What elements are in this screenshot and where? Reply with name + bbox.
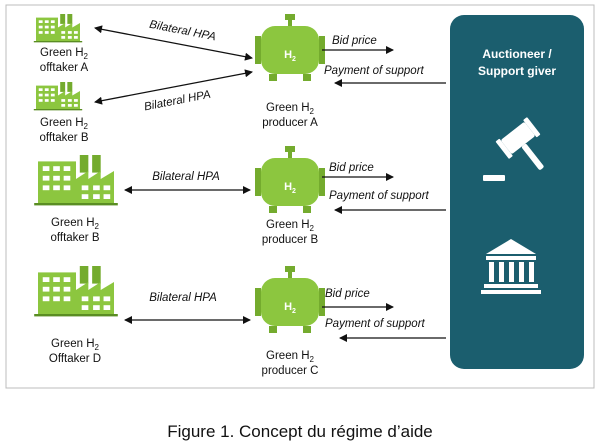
hpa-label-b: Bilateral HPA xyxy=(152,171,220,183)
tank-b-sub: 2 xyxy=(292,188,296,195)
tank-c-sub: 2 xyxy=(292,308,296,315)
svg-text:Green H2: Green H2 xyxy=(266,102,314,116)
producer-b: H2 Green H2 producer B xyxy=(255,146,325,246)
offtaker-b-top-label2: offtaker B xyxy=(39,132,88,144)
offtaker-b-top-sub: 2 xyxy=(84,122,89,131)
offtaker-b: Green H2 offtaker B xyxy=(34,155,118,244)
producer-a-label: Green H xyxy=(266,102,309,114)
svg-text:Green H2: Green H2 xyxy=(51,338,99,352)
offtaker-a-sub: 2 xyxy=(84,52,89,61)
hpa-arrow-a xyxy=(94,25,253,61)
producer-c-label2: producer C xyxy=(262,365,319,377)
tank-a-label: H xyxy=(284,49,292,61)
panel-title-line2: Support giver xyxy=(478,64,556,78)
tank-a-sub: 2 xyxy=(292,56,296,63)
offtaker-a-label2: offtaker A xyxy=(40,62,89,74)
producer-c-sub: 2 xyxy=(310,355,315,364)
tank-c-label: H xyxy=(284,301,292,313)
producer-a: H2 Green H2 producer A xyxy=(255,14,325,129)
hydrogen-tank-icon: H2 xyxy=(255,14,325,81)
svg-text:Green H2: Green H2 xyxy=(40,117,88,131)
offtaker-b-sub: 2 xyxy=(95,222,100,231)
offtaker-b-label2: offtaker B xyxy=(50,232,99,244)
offtaker-d-label: Green H xyxy=(51,338,94,350)
producer-b-sub: 2 xyxy=(310,224,315,233)
svg-text:Green H2: Green H2 xyxy=(40,47,88,61)
hpa-label-d: Bilateral HPA xyxy=(149,292,217,304)
svg-text:Green H2: Green H2 xyxy=(266,350,314,364)
hpa-arrow-b-top xyxy=(94,69,253,105)
factory-icon xyxy=(34,155,118,206)
hydrogen-tank-icon: H2 xyxy=(255,266,325,333)
offtaker-b-top: Green H2 offtaker B xyxy=(33,82,89,144)
producer-c-label: Green H xyxy=(266,350,309,362)
hpa-label-b-top: Bilateral HPA xyxy=(143,89,212,114)
gavel-icon xyxy=(483,117,544,181)
payment-label-b: Payment of support xyxy=(329,190,430,202)
producer-a-sub: 2 xyxy=(310,107,315,116)
svg-text:H2: H2 xyxy=(284,181,296,195)
svg-text:Green H2: Green H2 xyxy=(51,217,99,231)
offtaker-a-label: Green H xyxy=(40,47,83,59)
offtaker-b-label: Green H xyxy=(51,217,94,229)
factory-icon xyxy=(33,14,83,43)
bid-label-a: Bid price xyxy=(332,35,377,47)
auctioneer-panel xyxy=(450,15,584,369)
factory-icon xyxy=(34,266,118,317)
producer-b-label2: producer B xyxy=(262,234,319,246)
figure-caption: Figure 1. Concept du régime d’aide xyxy=(167,422,433,441)
hydrogen-tank-icon: H2 xyxy=(255,146,325,213)
producer-b-label: Green H xyxy=(266,219,309,231)
tank-b-label: H xyxy=(284,181,292,193)
factory-icon xyxy=(33,82,83,111)
producer-a-label2: producer A xyxy=(262,117,318,129)
offtaker-d: Green H2 Offtaker D xyxy=(34,266,118,365)
offtaker-d-sub: 2 xyxy=(95,343,100,352)
svg-text:H2: H2 xyxy=(284,301,296,315)
svg-text:H2: H2 xyxy=(284,49,296,63)
producer-c: H2 Green H2 producer C xyxy=(255,266,325,377)
bid-label-b: Bid price xyxy=(329,162,374,174)
panel-title-line1: Auctioneer / xyxy=(482,47,552,61)
diagram-frame xyxy=(5,4,595,389)
svg-text:Green H2: Green H2 xyxy=(266,219,314,233)
bid-label-c: Bid price xyxy=(325,288,370,300)
payment-label-c: Payment of support xyxy=(325,318,426,330)
payment-label-a: Payment of support xyxy=(324,65,425,77)
bank-icon xyxy=(481,239,541,294)
offtaker-b-top-label: Green H xyxy=(40,117,83,129)
offtaker-d-label2: Offtaker D xyxy=(49,353,101,365)
offtaker-a: Green H2 offtaker A xyxy=(33,14,89,74)
